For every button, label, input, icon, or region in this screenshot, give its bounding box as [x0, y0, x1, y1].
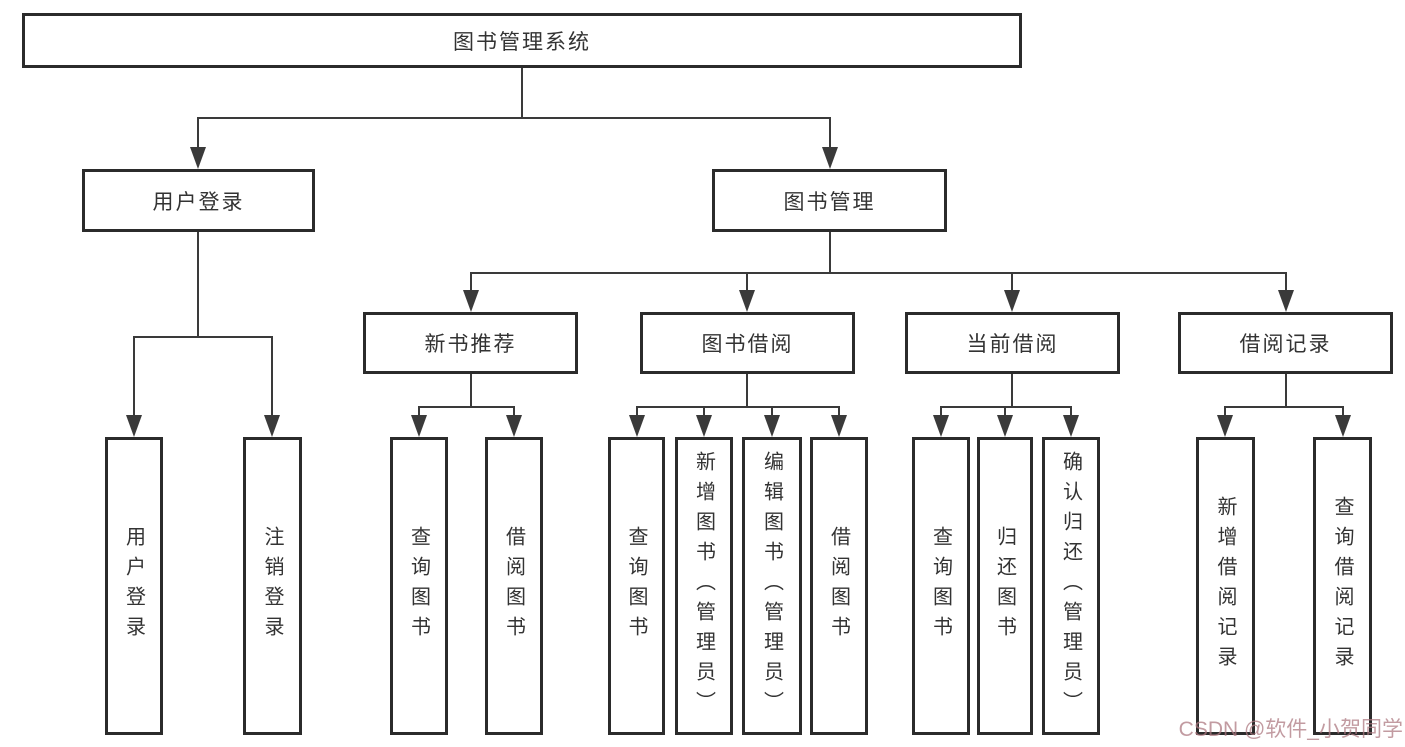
- leaf-confirm-return-admin-label: 确认归还（管理员）: [1059, 451, 1082, 721]
- arrow-down-icon: [1335, 415, 1351, 437]
- arrow-down-icon: [1217, 415, 1233, 437]
- leaf-query-books-current: 查询图书: [912, 437, 970, 735]
- arrow-down-icon: [997, 415, 1013, 437]
- node-current-borrowing: 当前借阅: [905, 312, 1120, 374]
- connector-vline: [470, 272, 472, 291]
- arrow-down-icon: [831, 415, 847, 437]
- leaf-return-books: 归还图书: [977, 437, 1033, 735]
- leaf-query-books-current-label: 查询图书: [929, 526, 952, 646]
- connector-hline: [197, 117, 831, 119]
- connector-vline: [133, 336, 135, 416]
- connector-hline: [636, 406, 840, 408]
- node-user-login: 用户登录: [82, 169, 315, 232]
- leaf-add-borrow-record: 新增借阅记录: [1196, 437, 1255, 735]
- connector-vline: [746, 374, 748, 406]
- leaf-edit-book-admin: 编辑图书（管理员）: [742, 437, 802, 735]
- connector-vline: [1011, 374, 1013, 406]
- connector-vline: [771, 406, 773, 416]
- node-borrow-records-label: 借阅记录: [1239, 333, 1332, 356]
- node-book-management-label: 图书管理: [783, 190, 876, 214]
- leaf-user-login-label: 用户登录: [122, 526, 145, 646]
- node-book-management: 图书管理: [712, 169, 947, 232]
- connector-vline: [829, 117, 831, 149]
- arrow-down-icon: [1004, 290, 1020, 312]
- connector-vline: [1285, 272, 1287, 291]
- arrow-down-icon: [739, 290, 755, 312]
- leaf-return-books-label: 归还图书: [993, 526, 1016, 646]
- arrow-down-icon: [1278, 290, 1294, 312]
- connector-hline: [940, 406, 1072, 408]
- leaf-borrow-books-recommend: 借阅图书: [485, 437, 543, 735]
- connector-vline: [746, 272, 748, 291]
- connector-vline: [513, 406, 515, 416]
- node-borrow-records: 借阅记录: [1178, 312, 1393, 374]
- connector-vline: [418, 406, 420, 416]
- connector-vline: [703, 406, 705, 416]
- leaf-query-borrow-record-label: 查询借阅记录: [1331, 496, 1353, 676]
- arrow-down-icon: [126, 415, 142, 437]
- connector-hline: [1224, 406, 1344, 408]
- node-new-book-recommend: 新书推荐: [363, 312, 578, 374]
- arrow-down-icon: [933, 415, 949, 437]
- arrow-down-icon: [411, 415, 427, 437]
- arrow-down-icon: [506, 415, 522, 437]
- connector-vline: [829, 232, 831, 272]
- node-root: 图书管理系统: [22, 13, 1022, 68]
- connector-vline: [838, 406, 840, 416]
- node-current-borrowing-label: 当前借阅: [966, 333, 1059, 356]
- leaf-query-books-recommend: 查询图书: [390, 437, 448, 735]
- connector-hline: [470, 272, 1287, 274]
- connector-vline: [1224, 406, 1226, 416]
- connector-vline: [470, 374, 472, 406]
- node-book-borrowing: 图书借阅: [640, 312, 855, 374]
- leaf-query-books-borrowing: 查询图书: [608, 437, 665, 735]
- csdn-watermark: CSDN @软件_小贺同学: [1178, 718, 1403, 741]
- connector-vline: [197, 232, 199, 336]
- leaf-query-borrow-record: 查询借阅记录: [1313, 437, 1372, 735]
- arrow-down-icon: [822, 147, 838, 169]
- arrow-down-icon: [190, 147, 206, 169]
- connector-vline: [1004, 406, 1006, 416]
- leaf-logout-label: 注销登录: [261, 526, 283, 646]
- leaf-query-books-borrowing-label: 查询图书: [625, 526, 647, 646]
- node-new-book-recommend-label: 新书推荐: [424, 333, 517, 356]
- leaf-user-login: 用户登录: [105, 437, 163, 735]
- arrow-down-icon: [696, 415, 712, 437]
- connector-vline: [1070, 406, 1072, 416]
- leaf-query-books-recommend-label: 查询图书: [407, 526, 430, 646]
- connector-vline: [197, 117, 199, 149]
- leaf-add-borrow-record-label: 新增借阅记录: [1214, 496, 1236, 676]
- connector-vline: [521, 68, 523, 117]
- connector-vline: [940, 406, 942, 416]
- node-user-login-label: 用户登录: [152, 190, 245, 214]
- leaf-borrow-books-borrowing: 借阅图书: [810, 437, 868, 735]
- leaf-edit-book-admin-label: 编辑图书（管理员）: [760, 451, 783, 721]
- connector-hline: [418, 406, 515, 408]
- node-book-borrowing-label: 图书借阅: [701, 333, 794, 356]
- leaf-confirm-return-admin: 确认归还（管理员）: [1042, 437, 1100, 735]
- connector-vline: [636, 406, 638, 416]
- arrow-down-icon: [629, 415, 645, 437]
- leaf-borrow-books-borrowing-label: 借阅图书: [827, 526, 850, 646]
- connector-vline: [1285, 374, 1287, 406]
- leaf-add-book-admin: 新增图书（管理员）: [675, 437, 733, 735]
- connector-hline: [133, 336, 273, 338]
- arrow-down-icon: [764, 415, 780, 437]
- connector-vline: [1342, 406, 1344, 416]
- arrow-down-icon: [264, 415, 280, 437]
- node-root-label: 图书管理系统: [453, 30, 591, 54]
- leaf-borrow-books-recommend-label: 借阅图书: [502, 526, 525, 646]
- connector-vline: [271, 336, 273, 416]
- leaf-logout: 注销登录: [243, 437, 302, 735]
- arrow-down-icon: [1063, 415, 1079, 437]
- arrow-down-icon: [463, 290, 479, 312]
- connector-vline: [1011, 272, 1013, 291]
- leaf-add-book-admin-label: 新增图书（管理员）: [692, 451, 715, 721]
